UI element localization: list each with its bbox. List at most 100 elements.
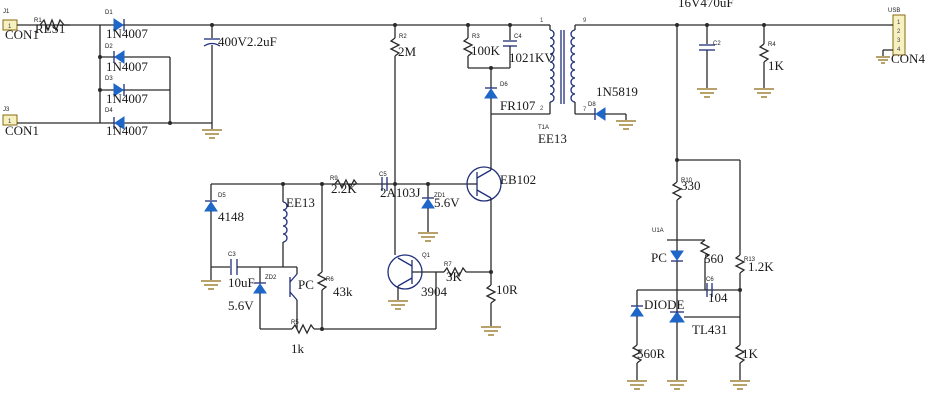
ref-q1: Q1 xyxy=(422,253,431,259)
ref-r7: R7 xyxy=(444,262,452,268)
ref-u1a: U1A xyxy=(652,228,664,234)
ref-usb: USB xyxy=(888,8,900,14)
diode-d1 xyxy=(113,18,124,32)
diode-d4 xyxy=(114,116,125,130)
junction-node xyxy=(705,23,709,27)
label-d6-value: FR107 xyxy=(500,98,536,113)
resistor-r9 xyxy=(334,178,358,190)
optocoupler-led xyxy=(670,250,684,261)
j3-pin-1: 1 xyxy=(8,119,12,125)
resistor-r4 xyxy=(758,43,770,63)
junction-node xyxy=(762,23,766,27)
label-d3-value: 1N4007 xyxy=(106,91,148,106)
junction-node xyxy=(210,23,214,27)
junction-node xyxy=(98,88,102,92)
ref-d2: D2 xyxy=(105,44,113,50)
diode-d6 xyxy=(484,88,498,99)
ground-icon xyxy=(697,88,717,98)
ground-icon xyxy=(876,56,890,64)
junction-node xyxy=(738,288,742,292)
usb-pin-3: 3 xyxy=(897,38,901,44)
ref-d3: D3 xyxy=(105,76,113,82)
ref-c2: C2 xyxy=(713,41,721,47)
junction-node xyxy=(489,66,493,70)
zener-zd2 xyxy=(253,283,267,294)
label-r7-value: 3K xyxy=(446,269,463,284)
ref-r6: R6 xyxy=(326,277,334,283)
ref-r1: R1 xyxy=(34,18,42,24)
resistor-r7 xyxy=(443,266,467,278)
label-r13-value: 1.2K xyxy=(748,259,774,274)
label-r12-value: 560R xyxy=(637,346,666,361)
ground-icon xyxy=(616,120,636,130)
usb-pin-1: 1 xyxy=(897,20,901,26)
label-r5-value: 1k xyxy=(291,341,305,356)
label-d4-value: 1N4007 xyxy=(106,123,148,138)
ref-t1a: T1A xyxy=(538,125,549,131)
label-pc-primary: PC xyxy=(298,277,314,292)
j1-pin-1: 1 xyxy=(8,24,12,30)
junction-node xyxy=(393,23,397,27)
ref-d5: D5 xyxy=(218,193,226,199)
ref-zd2: ZD2 xyxy=(265,275,277,281)
label-c5-value: 2A103J xyxy=(380,185,420,200)
t1-pin-2: 2 xyxy=(540,106,544,112)
resistor-r10 xyxy=(671,181,683,201)
connector-j3 xyxy=(2,114,18,126)
optocoupler-transistor xyxy=(289,291,298,301)
junction-node xyxy=(426,182,430,186)
label-r9-value: 2.2K xyxy=(331,181,357,196)
resistor-r12 xyxy=(631,344,643,364)
label-t1-value: EE13 xyxy=(538,131,567,146)
ground-icon xyxy=(388,300,408,310)
t1-pin-7: 7 xyxy=(583,107,587,113)
ref-r13: R13 xyxy=(744,257,756,263)
ground-icon xyxy=(418,232,438,242)
junction-node xyxy=(393,182,397,186)
ref-c4: C4 xyxy=(514,34,522,40)
ref-c5: C5 xyxy=(379,172,387,178)
transistor-q1-collector xyxy=(397,257,413,267)
diode-d5 xyxy=(204,201,218,212)
resistor-r14 xyxy=(734,344,746,364)
junction-node xyxy=(168,121,172,125)
ref-c3: C3 xyxy=(228,252,236,258)
resistor-r8 xyxy=(485,284,497,304)
ground-icon xyxy=(481,326,501,336)
diode-d8 xyxy=(595,107,606,121)
ground-icon xyxy=(754,88,774,98)
junction-node xyxy=(489,270,493,274)
label-c3-value: 10uF xyxy=(228,275,255,290)
ref-r9: R9 xyxy=(330,176,338,182)
label-r4-value: 1K xyxy=(768,58,785,73)
aux-winding xyxy=(282,201,288,243)
label-r14-value: 1K xyxy=(742,346,759,361)
ground-icon xyxy=(201,280,221,290)
label-d5-value: 4148 xyxy=(218,209,244,224)
transformer-primary-winding xyxy=(549,29,555,103)
ref-c6: C6 xyxy=(706,277,714,283)
transistor-q2-collector xyxy=(476,169,492,179)
ref-r5: R5 xyxy=(291,320,299,326)
resistor-r1 xyxy=(39,18,65,32)
label-r11-value: 560 xyxy=(704,251,724,266)
label-pc-secondary: PC xyxy=(651,250,667,265)
ref-r10: R10 xyxy=(681,178,693,184)
ref-zd1: ZD1 xyxy=(434,193,446,199)
ground-icon xyxy=(730,380,750,390)
transistor-q2-emitter xyxy=(476,189,492,199)
label-d1-value: 1N4007 xyxy=(106,26,148,41)
usb-pin-2: 2 xyxy=(897,29,901,35)
label-r10-value: 330 xyxy=(681,178,701,193)
ref-r2: R2 xyxy=(399,34,407,40)
label-d8-value: 1N5819 xyxy=(596,84,638,99)
zener-zd1 xyxy=(421,198,435,209)
label-c6-value: 104 xyxy=(708,290,728,305)
junction-node xyxy=(508,23,512,27)
label-con1-bottom: CON1 xyxy=(5,123,39,138)
ref-r3: R3 xyxy=(472,34,480,40)
resistor-r13 xyxy=(734,254,746,274)
transformer-secondary-winding xyxy=(570,29,576,103)
